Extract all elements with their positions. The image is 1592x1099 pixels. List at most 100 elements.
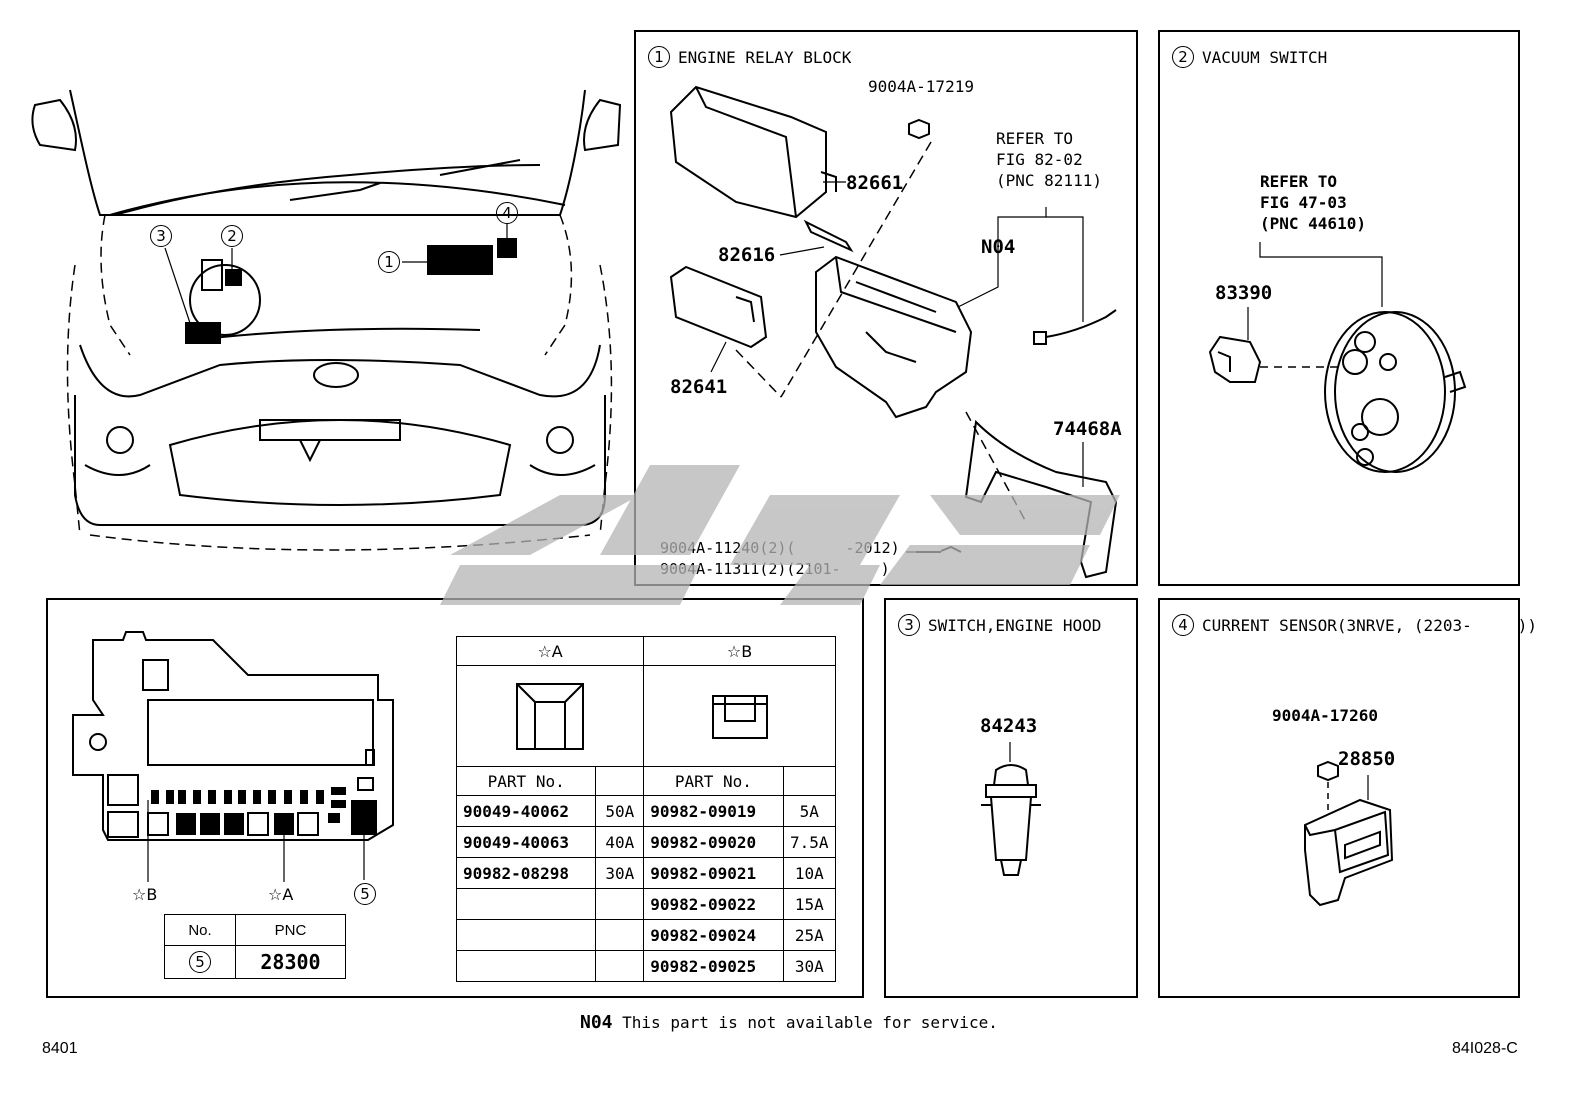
part-82641: 82641: [670, 376, 728, 398]
pnc-header-no: No.: [164, 914, 236, 946]
col-b-amp: 5A: [782, 795, 837, 827]
fuse-a-icon: [516, 683, 585, 750]
part-n04: N04: [981, 236, 1016, 258]
col-b-amp-header: [782, 766, 837, 796]
fuse-table-row: 90982-09022 15A: [455, 888, 837, 920]
part-9004a-17260: 9004A-17260: [1272, 706, 1378, 725]
part-9004a-11311: 9004A-11311(2)(2101-): [660, 560, 890, 578]
panel-title-end: )): [1517, 615, 1537, 635]
part-9004a-11240-range: -2012): [845, 539, 900, 557]
fuse-part-table: ☆A ☆B: [455, 636, 837, 982]
col-b-amp: 10A: [782, 857, 837, 889]
refer-line-1: REFER TO: [1260, 172, 1338, 191]
part-9004a-11311-code: 9004A-11311(2)(2101-: [660, 560, 841, 578]
fuse-callout-5: 5: [354, 883, 376, 905]
col-a-part: [455, 888, 597, 920]
fuse-table-row: 90049-40063 40A 90982-09020 7.5A: [455, 826, 837, 858]
panel-engine-hood-switch: 3 SWITCH,ENGINE HOOD 84243: [884, 598, 1138, 998]
overview-callout-2: 2: [221, 225, 243, 247]
vacuum-switch-drawing: [1208, 242, 1467, 473]
col-a-amp-header: [595, 766, 645, 796]
col-a-amp: 40A: [595, 826, 645, 858]
fuse-table-row: 90049-40062 50A 90982-09019 5A: [455, 795, 837, 827]
panel-number: 1: [648, 46, 670, 68]
panel-number: 2: [1172, 46, 1194, 68]
part-9004a-11240-code: 9004A-11240(2)(: [660, 539, 796, 557]
fuse-b-icon: [711, 695, 768, 739]
footer-code: N04: [580, 1012, 613, 1033]
col-b-amp: 7.5A: [782, 826, 837, 858]
refer-line-1: REFER TO: [996, 129, 1074, 148]
col-a-part-header: PART No.: [455, 766, 597, 796]
col-b-part-header: PART No.: [643, 766, 784, 796]
fuse-b-illustration: [643, 665, 836, 767]
panel-title-text: SWITCH,ENGINE HOOD: [928, 615, 1102, 635]
part-9004a-11240: 9004A-11240(2)( -2012): [660, 539, 900, 557]
refer-line-3: (PNC 82111): [996, 171, 1102, 190]
panel-title-text: ENGINE RELAY BLOCK: [678, 47, 852, 67]
vehicle-drawing: [31, 89, 622, 551]
col-a-part: 90982-08298: [455, 857, 597, 889]
hood-switch-drawing: [981, 742, 1041, 876]
footer-right-id: 84I028-C: [1452, 1040, 1518, 1057]
part-82616: 82616: [718, 244, 776, 266]
current-sensor-drawing: [1304, 760, 1394, 907]
pnc-row-no-circle: 5: [189, 951, 211, 973]
col-a-amp: 30A: [595, 857, 645, 889]
col-a-part: [455, 950, 597, 982]
fuse-table-row: 90982-09025 30A: [455, 950, 837, 982]
footer-left-id: 8401: [42, 1040, 78, 1057]
overview-callout-4: 4: [496, 202, 518, 224]
col-b-part: 90982-09025: [643, 950, 784, 982]
star-a-marker: ☆A: [268, 885, 294, 904]
panel-title: 1 ENGINE RELAY BLOCK: [648, 46, 851, 68]
col-a-amp: [595, 919, 645, 951]
col-b-part: 90982-09019: [643, 795, 784, 827]
col-b-part: 90982-09024: [643, 919, 784, 951]
pnc-table: No. PNC 5 28300: [164, 914, 346, 979]
panel-number: 4: [1172, 614, 1194, 636]
panel-title: 4 CURRENT SENSOR(3NRVE, (2203- )): [1172, 614, 1537, 636]
part-9004a-11311-range: ): [880, 560, 890, 578]
part-84243: 84243: [980, 715, 1038, 737]
pnc-row-no: 5: [164, 945, 236, 979]
col-b-amp: 30A: [782, 950, 837, 982]
fuse-table-row: 90982-08298 30A 90982-09021 10A: [455, 857, 837, 889]
refer-line-2: FIG 82-02: [996, 150, 1083, 169]
refer-line-2: FIG 47-03: [1260, 193, 1347, 212]
col-a-amp: [595, 888, 645, 920]
pnc-row-pnc: 28300: [235, 945, 346, 979]
part-82661: 82661: [846, 172, 904, 194]
col-a-header: ☆A: [455, 636, 645, 666]
pnc-header-pnc: PNC: [235, 914, 346, 946]
col-a-part: [455, 919, 597, 951]
overview-callout-1: 1: [378, 251, 400, 273]
col-a-part: 90049-40063: [455, 826, 597, 858]
part-9004a-17219: 9004A-17219: [868, 77, 974, 96]
panel-current-sensor: 4 CURRENT SENSOR(3NRVE, (2203- )) 9004A-…: [1158, 598, 1537, 998]
refer-line-3: (PNC 44610): [1260, 214, 1366, 233]
col-a-amp: [595, 950, 645, 982]
part-28850: 28850: [1338, 748, 1396, 770]
panel-vacuum-switch: 2 VACUUM SWITCH REFER TO FIG 47-03 (PNC …: [1158, 30, 1520, 586]
panel-fuse-block: ☆B ☆A 5 No. PNC 5 28300 ☆A ☆B: [46, 598, 864, 998]
col-a-part: 90049-40062: [455, 795, 597, 827]
part-83390: 83390: [1215, 282, 1273, 304]
fuse-block-drawing: [72, 631, 394, 882]
col-b-amp: 25A: [782, 919, 837, 951]
panel-number: 3: [898, 614, 920, 636]
col-b-part: 90982-09021: [643, 857, 784, 889]
panel-title-text: CURRENT SENSOR(3NRVE, (2203-: [1202, 615, 1472, 635]
fuse-table-row: 90982-09024 25A: [455, 919, 837, 951]
col-b-part: 90982-09022: [643, 888, 784, 920]
star-b-marker: ☆B: [132, 885, 158, 904]
col-b-header: ☆B: [643, 636, 836, 666]
footer-note: N04 This part is not available for servi…: [580, 1012, 998, 1033]
panel-title: 3 SWITCH,ENGINE HOOD: [898, 614, 1101, 636]
col-a-amp: 50A: [595, 795, 645, 827]
panel-engine-relay-block: 1 ENGINE RELAY BLOCK: [634, 30, 1138, 586]
panel-title: 2 VACUUM SWITCH: [1172, 46, 1327, 68]
col-b-part: 90982-09020: [643, 826, 784, 858]
footer-note-text: This part is not available for service.: [622, 1013, 998, 1032]
panel-title-text: VACUUM SWITCH: [1202, 47, 1328, 67]
